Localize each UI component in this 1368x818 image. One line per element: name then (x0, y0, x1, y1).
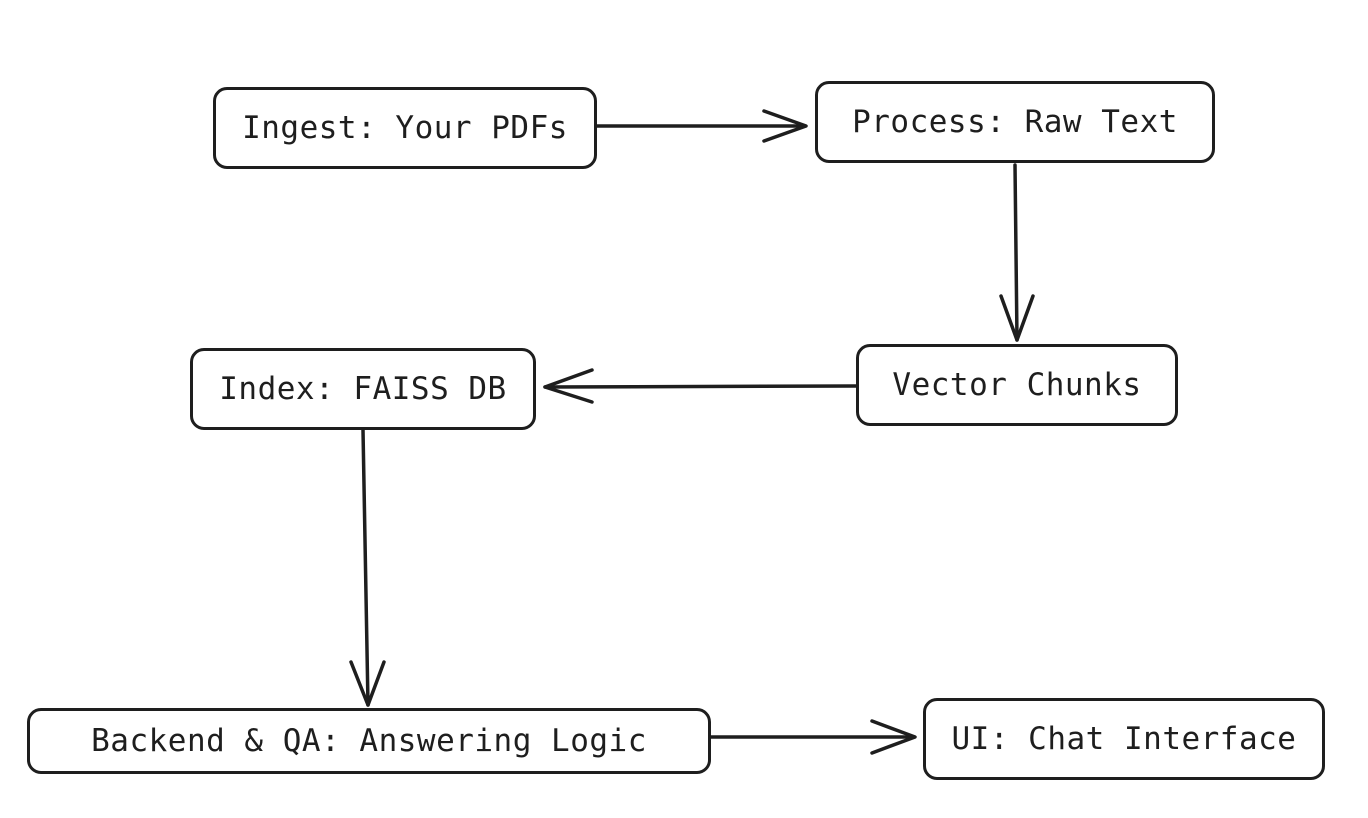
node-index-label: Index: FAISS DB (219, 371, 507, 407)
edge-process-to-vector (999, 163, 1035, 342)
edge-index-to-backend (349, 428, 386, 707)
node-index: Index: FAISS DB (190, 348, 536, 430)
node-ingest: Ingest: Your PDFs (213, 87, 597, 169)
node-vector-chunks-label: Vector Chunks (892, 367, 1142, 403)
node-process: Process: Raw Text (815, 81, 1215, 163)
edge-ingest-to-process (595, 109, 808, 143)
edge-backend-to-ui (709, 719, 917, 755)
node-backend: Backend & QA: Answering Logic (27, 708, 711, 774)
node-process-label: Process: Raw Text (852, 104, 1178, 140)
node-ui: UI: Chat Interface (923, 698, 1325, 780)
node-ui-label: UI: Chat Interface (951, 721, 1297, 757)
edge-vector-to-index (543, 368, 858, 404)
node-backend-label: Backend & QA: Answering Logic (91, 723, 647, 759)
node-vector-chunks: Vector Chunks (856, 344, 1178, 426)
node-ingest-label: Ingest: Your PDFs (242, 110, 568, 146)
